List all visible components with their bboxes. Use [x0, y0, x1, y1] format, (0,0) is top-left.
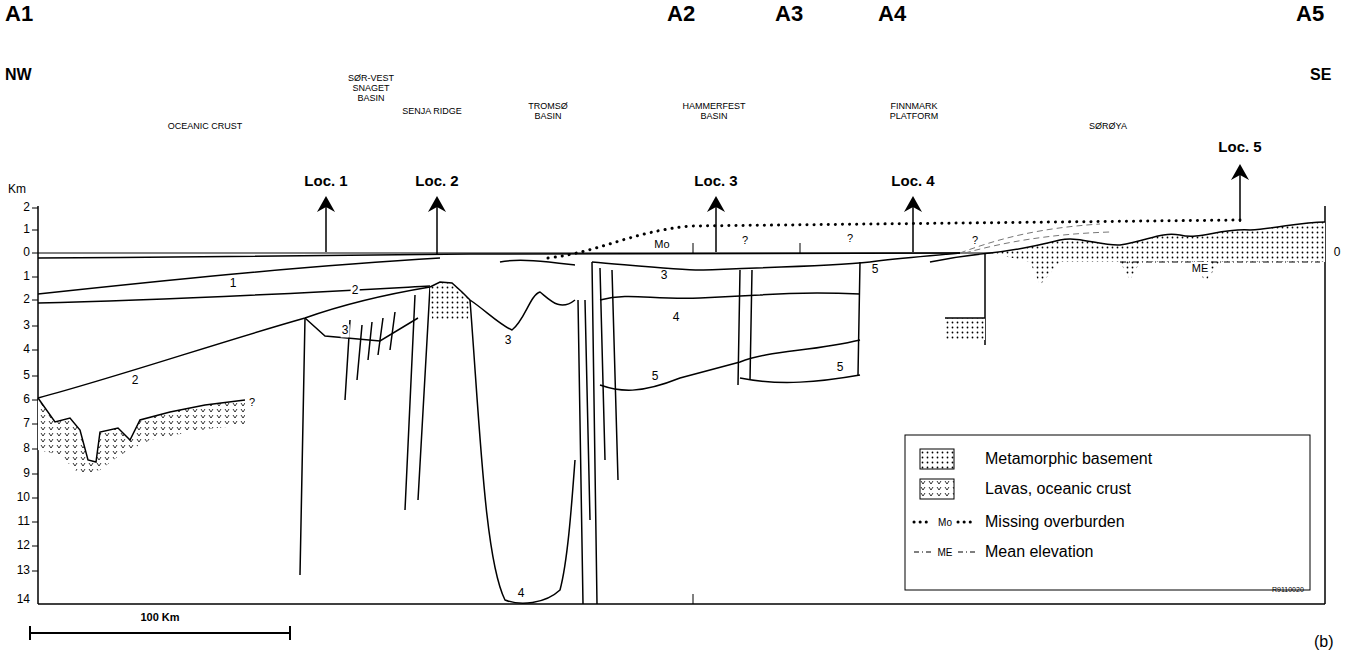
mean-elevation-line: [960, 224, 1100, 253]
label: R9110020: [1272, 586, 1304, 594]
label: 5: [651, 370, 660, 383]
label: Loc. 5: [1218, 139, 1261, 156]
section-lines: [32, 206, 1325, 604]
arrowheads: [317, 164, 1249, 212]
label: 5: [871, 263, 880, 276]
label: 2: [23, 201, 30, 214]
label: Loc. 3: [694, 173, 737, 190]
label: 2: [23, 293, 30, 306]
label: SØR-VEST SNAGET BASIN: [348, 74, 394, 104]
label: SE: [1310, 66, 1331, 84]
legend-box: [905, 435, 1310, 590]
label: A2: [667, 2, 695, 26]
label: 3: [341, 324, 350, 337]
label: 9: [23, 467, 30, 480]
label: 14: [17, 593, 30, 606]
label: A1: [5, 2, 33, 26]
label: ME: [1191, 262, 1210, 274]
label: Loc. 2: [415, 173, 458, 190]
label: NW: [5, 66, 32, 84]
label: A3: [775, 2, 803, 26]
label: 0: [23, 246, 30, 259]
legend-sample: [920, 449, 954, 469]
legend-sample: [920, 479, 954, 499]
label: 5: [836, 361, 845, 374]
label: ?: [971, 234, 979, 246]
label: 10: [17, 491, 30, 504]
label: 2: [351, 284, 360, 297]
label: TROMSØ BASIN: [523, 102, 573, 122]
label: SØRØYA: [1089, 122, 1127, 132]
legend-text: Mean elevation: [985, 543, 1094, 561]
label: Loc. 1: [304, 173, 347, 190]
legend-text: Lavas, oceanic crust: [985, 480, 1131, 498]
label: ?: [248, 396, 256, 408]
label: 100 Km: [140, 611, 179, 623]
label: Mo: [937, 517, 953, 528]
label: SENJA RIDGE: [402, 107, 462, 117]
label: 1: [23, 270, 30, 283]
label: (b): [1314, 633, 1334, 651]
label: ?: [741, 234, 749, 246]
label: 6: [23, 393, 30, 406]
label: HAMMERFEST BASIN: [679, 102, 749, 122]
missing-overburden-line: [548, 220, 1240, 258]
label: 13: [17, 564, 30, 577]
label: 3: [504, 334, 513, 347]
label: 4: [23, 343, 30, 356]
label: 2: [131, 374, 140, 387]
label: A4: [878, 2, 906, 26]
mean-elevation-line: [965, 232, 1110, 253]
label: 12: [17, 539, 30, 552]
label: 4: [672, 311, 681, 324]
label: Loc. 4: [891, 173, 934, 190]
label: ME: [937, 547, 954, 558]
label: 3: [660, 269, 669, 282]
mean-elevation-line: [1120, 262, 1320, 263]
legend-text: Metamorphic basement: [985, 450, 1152, 468]
label: 3: [23, 319, 30, 332]
label: 7: [23, 417, 30, 430]
label: Km: [8, 183, 26, 196]
label: Mo: [653, 238, 670, 250]
label: 11: [18, 515, 30, 528]
label: 0: [1334, 246, 1341, 259]
label: 1: [229, 277, 238, 290]
label: 1: [23, 223, 30, 236]
label: 5: [23, 369, 30, 382]
label: FINNMARK PLATFORM: [878, 102, 950, 122]
label: A5: [1296, 2, 1324, 26]
location-arrows: [326, 172, 1240, 254]
label: ?: [846, 232, 854, 244]
label: 4: [517, 587, 526, 600]
legend-text: Missing overburden: [985, 513, 1125, 531]
label: OCEANIC CRUST: [168, 122, 243, 132]
scale-bar: [30, 626, 290, 640]
label: 8: [23, 442, 30, 455]
